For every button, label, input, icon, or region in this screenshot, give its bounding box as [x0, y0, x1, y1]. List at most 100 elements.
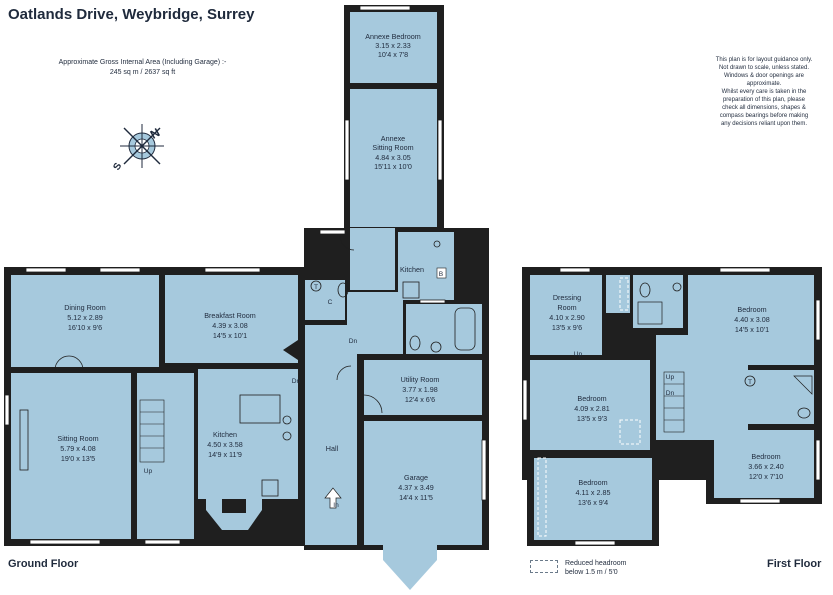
legend-line2: below 1.5 m / 5'0 [565, 569, 618, 576]
window [739, 498, 781, 504]
bedroom-2-label: Bedroom [577, 394, 606, 403]
window [25, 267, 67, 273]
gross-area-note: Approximate Gross Internal Area (Includi… [20, 58, 265, 78]
disclaimer-line: Whilst every care is taken in the [721, 89, 807, 95]
annexe-lobby [350, 228, 395, 290]
bedroom-3-label: Bedroom [751, 452, 780, 461]
reduced-headroom-swatch [530, 560, 558, 573]
disclaimer-line: compass bearings before making [719, 113, 809, 119]
legend-line1: Reduced headroom [565, 560, 627, 567]
disclaimer-line: Windows & door openings are [723, 73, 805, 79]
window [481, 439, 487, 501]
garage-doors [383, 545, 437, 590]
dining-room [11, 275, 159, 367]
stair-hall [137, 373, 194, 539]
disclaimer-line: check all dimensions, shapes & [722, 105, 806, 111]
window [559, 267, 591, 273]
window [144, 539, 181, 545]
shower-room [406, 304, 482, 354]
bedroom-4-label: Bedroom [578, 478, 607, 487]
bath-icon [454, 307, 476, 351]
sink-icon [433, 240, 441, 248]
kitchen-bay [206, 498, 262, 530]
disclaimer-line: Not drawn to scale, unless stated. [718, 65, 810, 71]
garage-imperial: 14'4 x 11'5 [399, 493, 433, 502]
door-swing [363, 394, 383, 414]
disclaimer-line: This plan is for layout guidance only. [715, 57, 813, 63]
basin-icon [672, 282, 682, 292]
gross-area-line1: Approximate Gross Internal Area (Includi… [58, 59, 227, 66]
tank-marker-label: T [314, 284, 318, 291]
compass-icon: N S [111, 124, 164, 172]
annexe-sitting-label: Annexe [381, 134, 405, 143]
window [99, 267, 141, 273]
landing-dn [347, 292, 403, 354]
down-marker: Dn [292, 378, 301, 385]
sink-icon [282, 415, 292, 425]
bedroom-4-imperial: 13'6 x 9'4 [578, 498, 608, 507]
utility-room-imperial: 12'4 x 6'6 [405, 395, 435, 404]
annexe-bedroom-imperial: 10'4 x 7'8 [378, 50, 408, 59]
reduced-headroom-area [537, 457, 547, 537]
tank-marker [744, 375, 756, 387]
window [319, 229, 346, 235]
annexe-sitting-label2: Sitting Room [372, 143, 413, 152]
breakfast-room-imperial: 14'5 x 10'1 [213, 331, 247, 340]
window [574, 540, 616, 546]
hob-icon [402, 281, 420, 299]
window [204, 267, 261, 273]
in-marker: In [333, 502, 339, 509]
staircase [663, 371, 685, 433]
disclaimer-line: preparation of this plan, please [722, 97, 806, 103]
window [815, 299, 821, 341]
hall-label: Hall [326, 444, 339, 453]
disclaimer-line: approximate. [746, 81, 782, 87]
up-marker: Up [574, 351, 583, 358]
dining-room-imperial: 16'10 x 9'6 [68, 323, 102, 332]
breakfast-room [165, 275, 298, 363]
garage-label: Garage [404, 473, 428, 482]
sitting-room-label: Sitting Room [57, 434, 98, 443]
bedroom-4-metric: 4.11 x 2.85 [575, 488, 610, 497]
bedroom-2 [530, 360, 650, 450]
sink-icon [282, 431, 292, 441]
door-swing [54, 355, 70, 371]
bedroom-3-metric: 3.66 x 2.40 [748, 462, 784, 471]
down-marker: Dn [349, 338, 358, 345]
tank-marker-label: T [748, 379, 752, 386]
reduced-headroom-legend: Reduced headroom below 1.5 m / 5'0 [565, 559, 627, 577]
tank-marker [310, 280, 322, 292]
bedroom-4 [534, 458, 652, 540]
door-swing [339, 235, 355, 251]
bedroom-3 [714, 430, 814, 498]
window [719, 267, 771, 273]
bedroom-2-metric: 4.09 x 2.81 [574, 404, 610, 413]
cupboard-marker: C [328, 299, 333, 306]
breakfast-room-label: Breakfast Room [204, 311, 256, 320]
window [344, 119, 350, 181]
bedroom-2-imperial: 13'5 x 9'3 [577, 414, 607, 423]
door-swing [336, 365, 352, 381]
sitting-room [11, 373, 131, 539]
window [4, 394, 10, 426]
ground-floor-label: Ground Floor [8, 558, 79, 570]
compass-south-label: S [111, 161, 124, 173]
annexe-sitting-imperial: 15'11 x 10'0 [374, 162, 412, 171]
chimney-breast [283, 340, 298, 360]
disclaimer: This plan is for layout guidance only. N… [700, 56, 828, 128]
staircase [139, 399, 165, 463]
up-marker: Up [144, 468, 153, 475]
annexe-sitting-metric: 4.84 x 3.05 [375, 153, 411, 162]
window [419, 299, 446, 304]
corner-shower-icon [793, 375, 813, 395]
annexe-bedroom-label: Annexe Bedroom [365, 32, 421, 41]
garage [364, 421, 482, 545]
down-marker: Dn [666, 390, 675, 397]
dressing-room-imperial: 13'5 x 9'6 [552, 323, 582, 332]
window [359, 5, 411, 11]
dressing-room-label: Dressing [553, 293, 581, 302]
utility-room-label: Utility Room [401, 375, 440, 384]
utility-room-metric: 3.77 x 1.98 [402, 385, 438, 394]
sitting-room-metric: 5.79 x 4.08 [60, 444, 96, 453]
boiler-marker-label: B [439, 271, 444, 278]
